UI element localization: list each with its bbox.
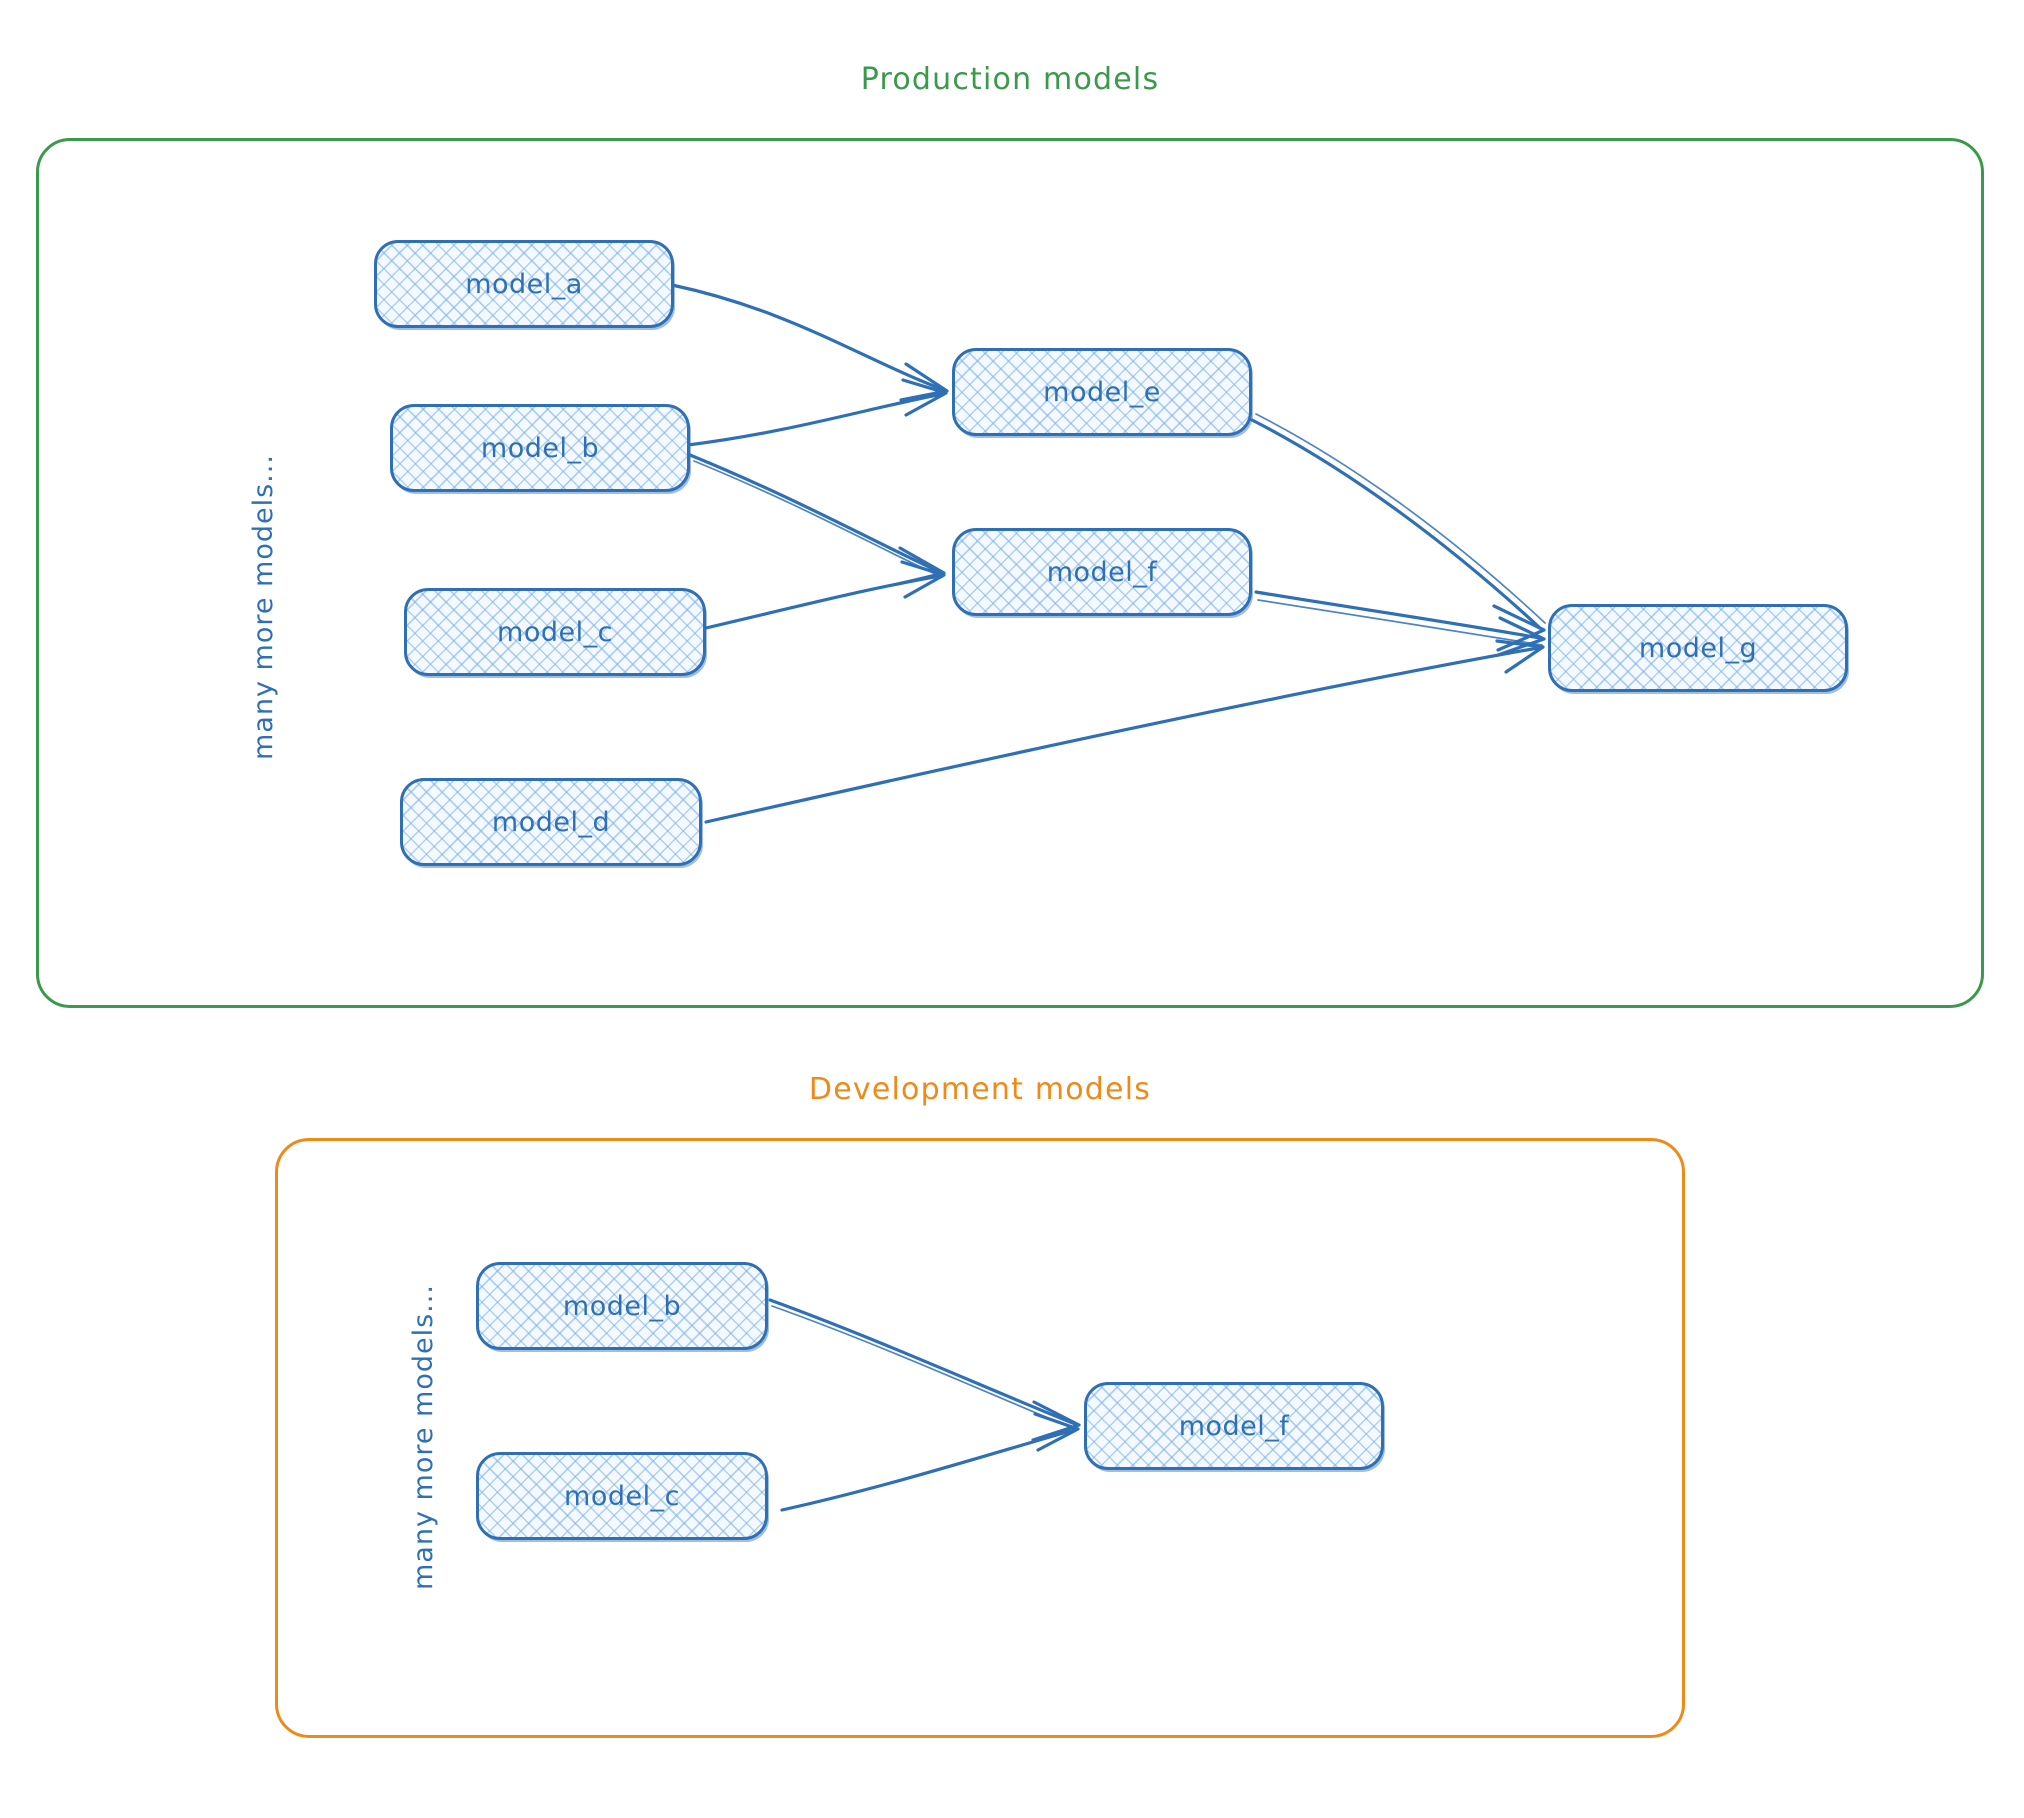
- node-model-a[interactable]: model_a: [374, 240, 674, 328]
- node-dev-model-c-label: model_c: [564, 1480, 680, 1512]
- node-model-b[interactable]: model_b: [390, 404, 690, 492]
- development-group-container: [275, 1138, 1685, 1738]
- node-model-d-label: model_d: [491, 806, 611, 838]
- node-dev-model-b-label: model_b: [562, 1290, 682, 1322]
- development-side-label: many more models...: [408, 1284, 439, 1590]
- production-group-container: [36, 138, 1984, 1008]
- node-model-e[interactable]: model_e: [952, 348, 1252, 436]
- node-model-a-label: model_a: [465, 268, 583, 300]
- node-dev-model-f-label: model_f: [1178, 1410, 1290, 1442]
- production-side-label: many more models...: [248, 454, 279, 760]
- node-model-c[interactable]: model_c: [404, 588, 706, 676]
- node-model-g[interactable]: model_g: [1548, 604, 1848, 692]
- production-group-title: Production models: [860, 62, 1160, 97]
- node-model-e-label: model_e: [1043, 376, 1161, 408]
- node-dev-model-f[interactable]: model_f: [1084, 1382, 1384, 1470]
- node-model-f[interactable]: model_f: [952, 528, 1252, 616]
- node-dev-model-b[interactable]: model_b: [476, 1262, 768, 1350]
- node-model-c-label: model_c: [497, 616, 613, 648]
- node-model-g-label: model_g: [1638, 632, 1758, 664]
- node-model-f-label: model_f: [1046, 556, 1158, 588]
- node-model-b-label: model_b: [480, 432, 600, 464]
- node-dev-model-c[interactable]: model_c: [476, 1452, 768, 1540]
- development-group-title: Development models: [808, 1072, 1152, 1107]
- node-model-d[interactable]: model_d: [400, 778, 702, 866]
